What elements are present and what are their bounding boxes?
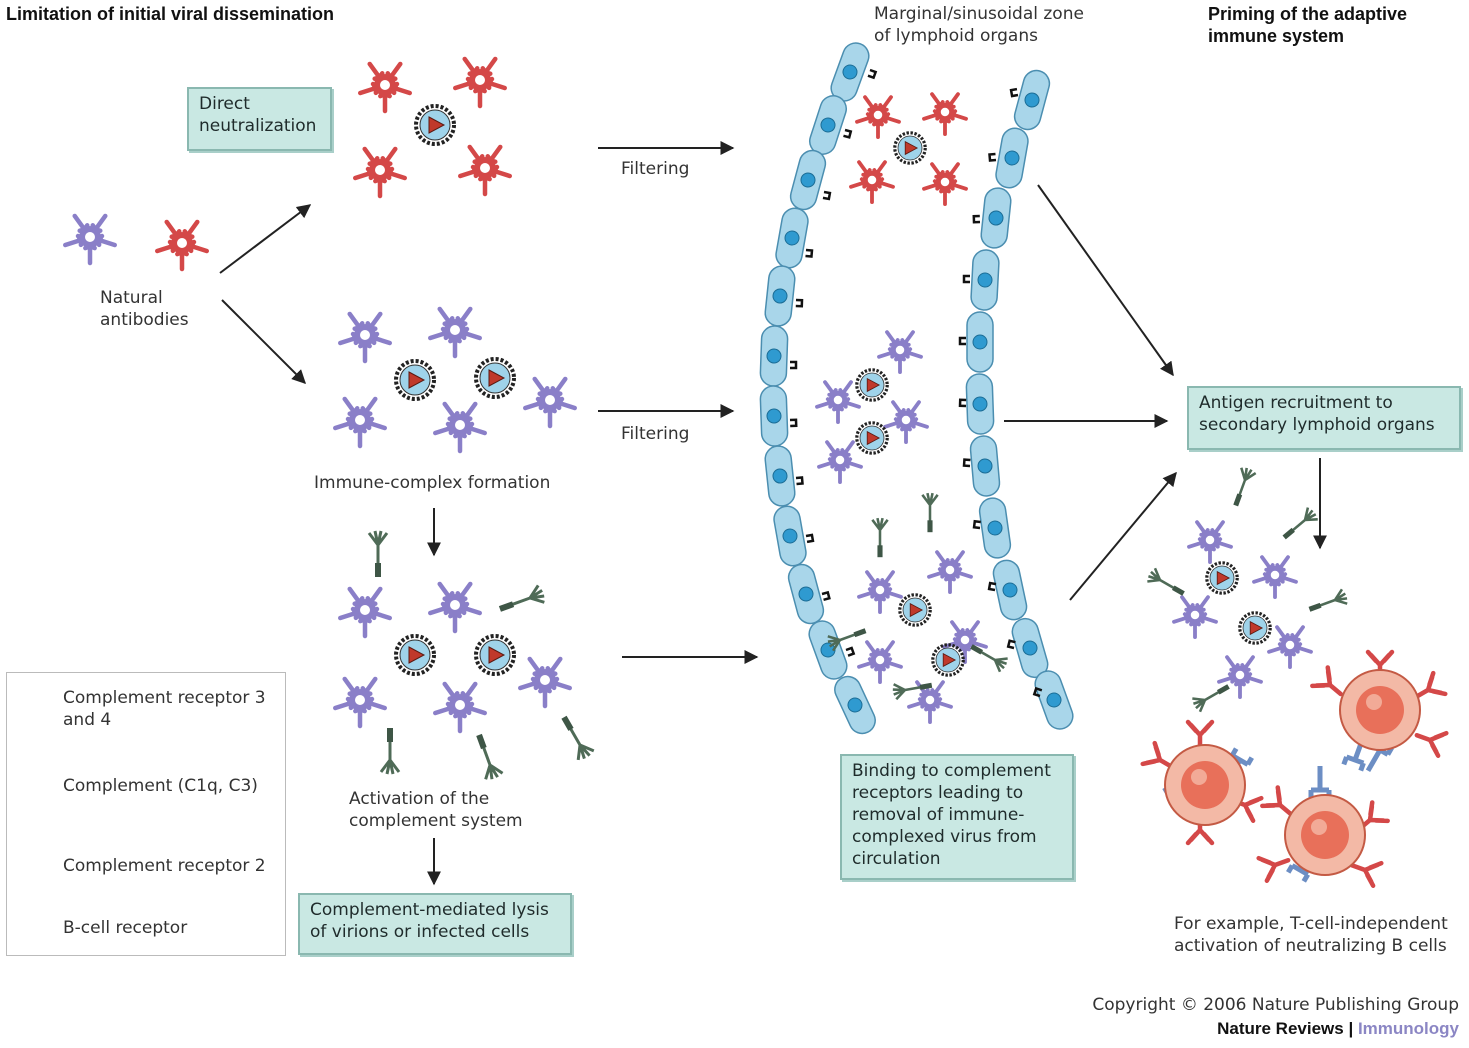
- natural-antibodies-purple: [62, 209, 119, 263]
- brand-name: Nature Reviews: [1217, 1019, 1344, 1038]
- antigen-recruitment-box: Antigen recruitment to secondary lymphoi…: [1187, 386, 1461, 450]
- b-cell-bottom: [1259, 766, 1388, 886]
- brand-separator: |: [1343, 1019, 1358, 1038]
- example-label: For example, T-cell-independent activati…: [1174, 914, 1448, 956]
- arrow-to-immune-complex: [221, 299, 306, 384]
- complement-lysis-box: Complement-mediated lysis of virions or …: [298, 893, 572, 955]
- immune-complex-label: Immune-complex formation: [314, 473, 551, 493]
- b-cell-left: [1143, 722, 1262, 843]
- arrow-to-neutralization: [219, 204, 312, 274]
- immune-complex-cluster: [332, 302, 579, 451]
- zone-immune-complex: [814, 326, 930, 482]
- natural-antibodies-label: Natural antibodies: [100, 288, 189, 330]
- header-left: Limitation of initial viral disseminatio…: [6, 4, 335, 24]
- filtering-mid-label: Filtering: [621, 424, 690, 444]
- header-right-line2: immune system: [1208, 26, 1345, 46]
- copyright: Copyright © 2006 Nature Publishing Group…: [1092, 994, 1459, 1041]
- marginal-zone-right-wall: [958, 66, 1078, 734]
- zone-neutralized-virus: [848, 88, 969, 204]
- journal-name: Immunology: [1357, 1019, 1459, 1038]
- binding-complement-box: Binding to complement receptors leading …: [840, 754, 1074, 880]
- neutralization-cluster: [352, 52, 514, 196]
- header-right-line1: Priming of the adaptive: [1208, 4, 1408, 24]
- complement-activation-cluster: [332, 529, 597, 783]
- legend: Complement receptor 3 and 4 Complement (…: [6, 672, 286, 956]
- priming-immune-complex: [1144, 464, 1351, 714]
- b-cell-top-right: [1312, 652, 1446, 775]
- direct-neutralization-box: Direct neutralization: [187, 87, 332, 151]
- filtering-top-label: Filtering: [621, 159, 690, 179]
- marginal-zone-label: Marginal/sinusoidal zone of lymphoid org…: [874, 4, 1084, 46]
- header-right: Priming of the adaptive immune system: [1208, 3, 1407, 47]
- natural-antibodies-red: [154, 215, 211, 269]
- activation-label: Activation of the complement system: [349, 789, 523, 831]
- copyright-text: Copyright © 2006 Nature Publishing Group: [1092, 995, 1459, 1015]
